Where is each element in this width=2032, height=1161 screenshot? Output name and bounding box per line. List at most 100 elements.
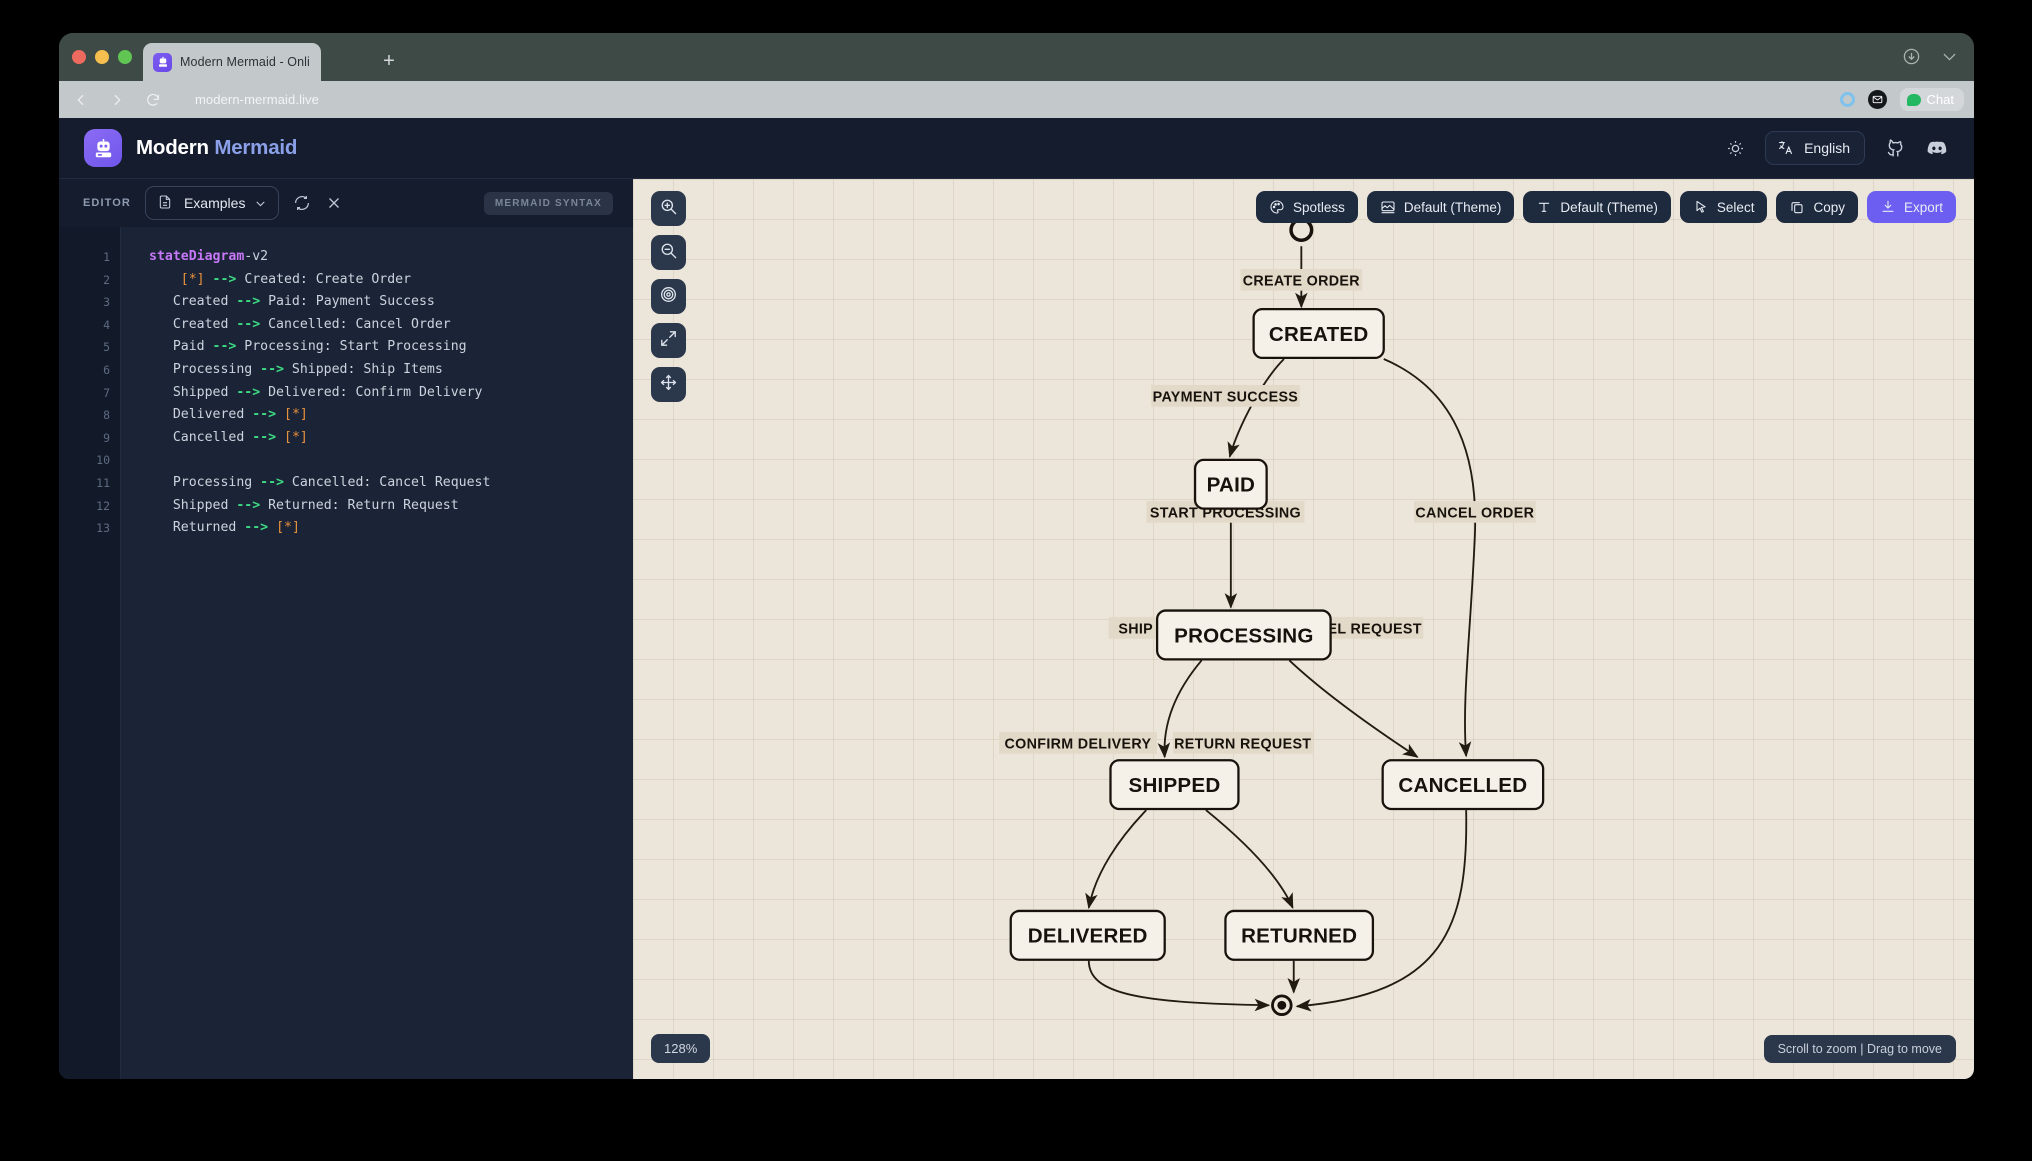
- examples-dropdown[interactable]: Examples: [144, 186, 280, 220]
- body-split: EDITOR Examples: [59, 179, 1974, 1079]
- edge-delivered-end: [1087, 960, 1271, 1012]
- brand[interactable]: Modern Mermaid: [84, 129, 297, 167]
- zoom-control-rail: [651, 191, 686, 402]
- chevron-down-icon[interactable]: [1940, 47, 1956, 63]
- new-tab-button[interactable]: +: [383, 50, 395, 72]
- chevron-right-icon[interactable]: [109, 92, 125, 108]
- zoom-out-button[interactable]: [651, 235, 686, 270]
- state-node-returned[interactable]: RETURNED: [1224, 909, 1375, 961]
- transition-label-created-paid: PAYMENT SUCCESS: [1151, 385, 1300, 407]
- browser-urlbar: modern-mermaid.live Chat: [59, 81, 1974, 118]
- code-line: Created --> Cancelled: Cancel Order: [149, 316, 451, 332]
- code-line: Delivered --> [*]: [149, 407, 308, 423]
- select-button-3[interactable]: Select: [1679, 191, 1768, 223]
- state-box: [1009, 909, 1166, 961]
- app-header: Modern Mermaid: [59, 118, 1974, 179]
- state-node-cancelled[interactable]: CANCELLED: [1381, 759, 1545, 811]
- state-box: [1193, 458, 1268, 510]
- editor-toolbar: EDITOR Examples: [59, 179, 633, 227]
- transition-label-text: CANCEL ORDER: [1415, 505, 1534, 521]
- cursor-icon: [1693, 199, 1709, 215]
- reset-view-icon: [659, 285, 678, 309]
- copy-button-4[interactable]: Copy: [1776, 191, 1858, 223]
- state-node-paid[interactable]: PAID: [1193, 458, 1268, 510]
- transition-label-created-cancelled: CANCEL ORDER: [1413, 501, 1536, 523]
- close-window-button[interactable]: [72, 50, 86, 64]
- default-theme-button-2[interactable]: Default (Theme): [1523, 191, 1671, 223]
- urlbar-actions: Chat: [1839, 81, 1964, 118]
- fullscreen-icon: [659, 329, 678, 353]
- examples-label: Examples: [183, 195, 246, 211]
- url-text[interactable]: modern-mermaid.live: [195, 92, 319, 107]
- reload-icon[interactable]: [145, 92, 161, 108]
- refresh-icon[interactable]: [293, 194, 311, 212]
- page-title: Modern Mermaid: [136, 136, 297, 160]
- state-node-processing[interactable]: PROCESSING: [1155, 609, 1332, 661]
- language-selector[interactable]: English: [1765, 131, 1865, 165]
- editor-gutter-strip: [59, 227, 88, 1079]
- spotless-button-0[interactable]: Spotless: [1256, 191, 1358, 223]
- reset-view-button[interactable]: [651, 279, 686, 314]
- edge-cancelled-end: [1295, 810, 1468, 1012]
- state-label: CREATED: [1269, 323, 1369, 346]
- edge-created-paid: [1227, 358, 1285, 459]
- browser-window: Modern Mermaid - Onli +: [59, 33, 1974, 1079]
- state-diagram-svg: CREATE ORDER PAYMENT SUCCESS CANCEL ORDER S…: [999, 217, 1545, 1017]
- diagram-state-nodes: CREATED PAID PROCESSING SHIPPED CANCELLED DEL…: [1009, 217, 1545, 1017]
- header-actions: English: [1723, 131, 1949, 165]
- code-line: Cancelled --> [*]: [149, 429, 308, 445]
- zoom-in-button[interactable]: [651, 191, 686, 226]
- discord-icon[interactable]: [1925, 136, 1949, 160]
- pan-button[interactable]: [651, 367, 686, 402]
- fullscreen-button[interactable]: [651, 323, 686, 358]
- mail-icon[interactable]: [1867, 90, 1887, 109]
- default-theme-button-1[interactable]: Default (Theme): [1366, 191, 1515, 223]
- editor-kicker: EDITOR: [83, 197, 131, 209]
- browser-tab[interactable]: Modern Mermaid - Onli: [143, 43, 321, 81]
- state-box: [1155, 609, 1332, 661]
- state-label: CANCELLED: [1398, 774, 1527, 797]
- transition-label-shipped-delivered: CONFIRM DELIVERY: [999, 732, 1157, 754]
- mermaid-syntax-chip[interactable]: MERMAID SYNTAX: [483, 191, 613, 215]
- chevron-left-icon[interactable]: [73, 92, 89, 108]
- state-label: PROCESSING: [1174, 624, 1314, 647]
- maximize-window-button[interactable]: [118, 50, 132, 64]
- state-node-shipped[interactable]: SHIPPED: [1109, 759, 1240, 811]
- transition-label-text: CREATE ORDER: [1243, 273, 1361, 289]
- state-node-end[interactable]: [1271, 994, 1293, 1017]
- line-number: 11: [96, 475, 110, 490]
- chevron-down-icon: [254, 197, 267, 210]
- download-circle-icon[interactable]: [1902, 47, 1920, 65]
- chat-bubble-icon: [1906, 93, 1921, 106]
- button-label: Default (Theme): [1403, 199, 1502, 215]
- state-box: [1252, 307, 1385, 360]
- code-line: Shipped --> Returned: Return Request: [149, 497, 459, 513]
- state-node-created[interactable]: CREATED: [1252, 307, 1385, 360]
- line-number: 12: [96, 498, 110, 513]
- transition-label-text: START PROCESSING: [1150, 505, 1301, 521]
- transition-label-text: CONFIRM DELIVERY: [1005, 736, 1152, 752]
- editor-code-content[interactable]: stateDiagram-v2 [*] --> Created: Create …: [121, 227, 633, 1079]
- edge-shipped-returned: [1205, 809, 1294, 910]
- state-label: DELIVERED: [1028, 925, 1148, 948]
- copy-icon: [1789, 199, 1805, 215]
- window-controls: [72, 50, 132, 64]
- ring-icon[interactable]: [1839, 92, 1855, 107]
- translate-icon: [1777, 139, 1795, 157]
- state-node-delivered[interactable]: DELIVERED: [1009, 909, 1166, 961]
- export-button-5[interactable]: Export: [1866, 191, 1956, 223]
- close-icon[interactable]: [325, 194, 343, 212]
- chat-button[interactable]: Chat: [1899, 88, 1964, 111]
- sun-icon[interactable]: [1723, 136, 1747, 160]
- code-line: Shipped --> Delivered: Confirm Delivery: [149, 384, 483, 400]
- line-number: 13: [96, 521, 110, 536]
- zoom-in-icon: [659, 197, 678, 221]
- code-line: Processing --> Cancelled: Cancel Request: [149, 474, 491, 490]
- github-icon[interactable]: [1883, 136, 1907, 160]
- minimize-window-button[interactable]: [95, 50, 109, 64]
- line-number: 5: [103, 340, 110, 355]
- edge-processing-cancelled: [1288, 659, 1419, 758]
